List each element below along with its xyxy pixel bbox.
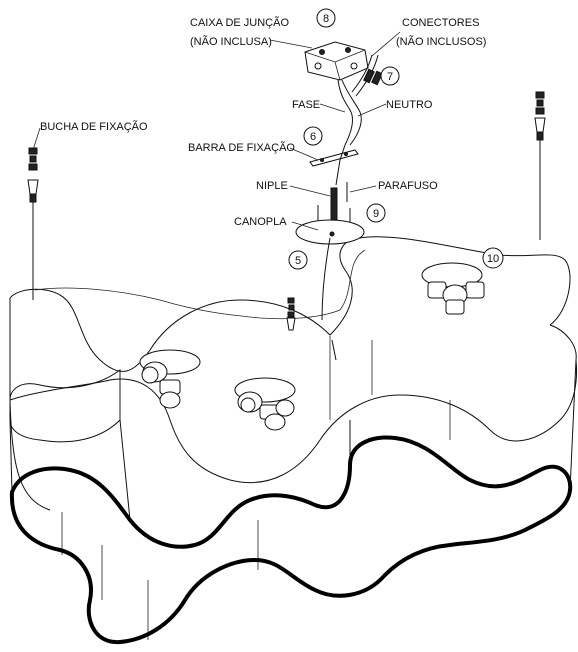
- right-bucha-anchor: [535, 91, 545, 115]
- left-bucha-anchor: [28, 147, 38, 171]
- callout-9: 9: [366, 203, 386, 223]
- label-caixa-line1: CAIXA DE JUNÇÃO: [190, 16, 289, 29]
- body-left-wall: [9, 369, 121, 443]
- label-barra: BARRA DE FIXAÇÃO: [188, 141, 295, 154]
- callouts: 8 7 6 9 5 10: [288, 8, 504, 270]
- body-left-lobe-wall: [9, 359, 577, 521]
- body-left-edge: [9, 298, 51, 511]
- middle-anchor: [286, 297, 296, 331]
- body-front-wall: [9, 359, 578, 484]
- svg-text:10: 10: [487, 253, 499, 265]
- callout-5: 5: [288, 250, 308, 270]
- label-bucha: BUCHA DE FIXAÇÃO: [40, 120, 148, 133]
- label-neutro: NEUTRO: [386, 99, 433, 111]
- right-suspension-cable: [534, 91, 546, 240]
- canopy: [295, 219, 365, 321]
- luminaire-body: [9, 236, 578, 645]
- body-top-rim: [9, 236, 571, 372]
- wires-and-connectors: [337, 54, 383, 146]
- spotlight-right: [421, 262, 485, 315]
- mounting-bar: [309, 144, 359, 186]
- body-bottom-outline: [9, 435, 573, 645]
- left-suspension-cable: [27, 147, 39, 300]
- body-inner-rim: [34, 249, 366, 320]
- svg-text:9: 9: [373, 208, 379, 220]
- callout-8: 8: [316, 8, 336, 28]
- callout-7: 7: [380, 66, 400, 86]
- label-niple: NIPLE: [256, 180, 288, 192]
- svg-text:5: 5: [295, 255, 301, 267]
- label-conectores-line2: (NÃO INCLUSOS): [396, 35, 486, 48]
- body-right-edge: [549, 324, 577, 361]
- svg-text:7: 7: [387, 71, 393, 83]
- spotlight-center: [234, 377, 296, 431]
- power-cable-end: [331, 339, 337, 361]
- label-conectores-line1: CONECTORES: [402, 17, 479, 29]
- svg-text:6: 6: [310, 131, 316, 143]
- label-fase: FASE: [292, 99, 320, 111]
- junction-box: [304, 41, 369, 81]
- svg-text:8: 8: [323, 13, 329, 25]
- callout-6: 6: [303, 126, 323, 146]
- spotlight-left: [139, 349, 201, 409]
- callout-10: 10: [482, 247, 504, 269]
- leader-lines: [32, 31, 401, 231]
- label-caixa-line2: (NÃO INCLUSA): [190, 35, 272, 48]
- label-canopla: CANOPLA: [234, 216, 287, 228]
- screws: [317, 182, 351, 224]
- nipple: [330, 187, 338, 221]
- label-parafuso: PARAFUSO: [378, 180, 438, 192]
- labels: CAIXA DE JUNÇÃO (NÃO INCLUSA) CONECTORES…: [40, 16, 486, 228]
